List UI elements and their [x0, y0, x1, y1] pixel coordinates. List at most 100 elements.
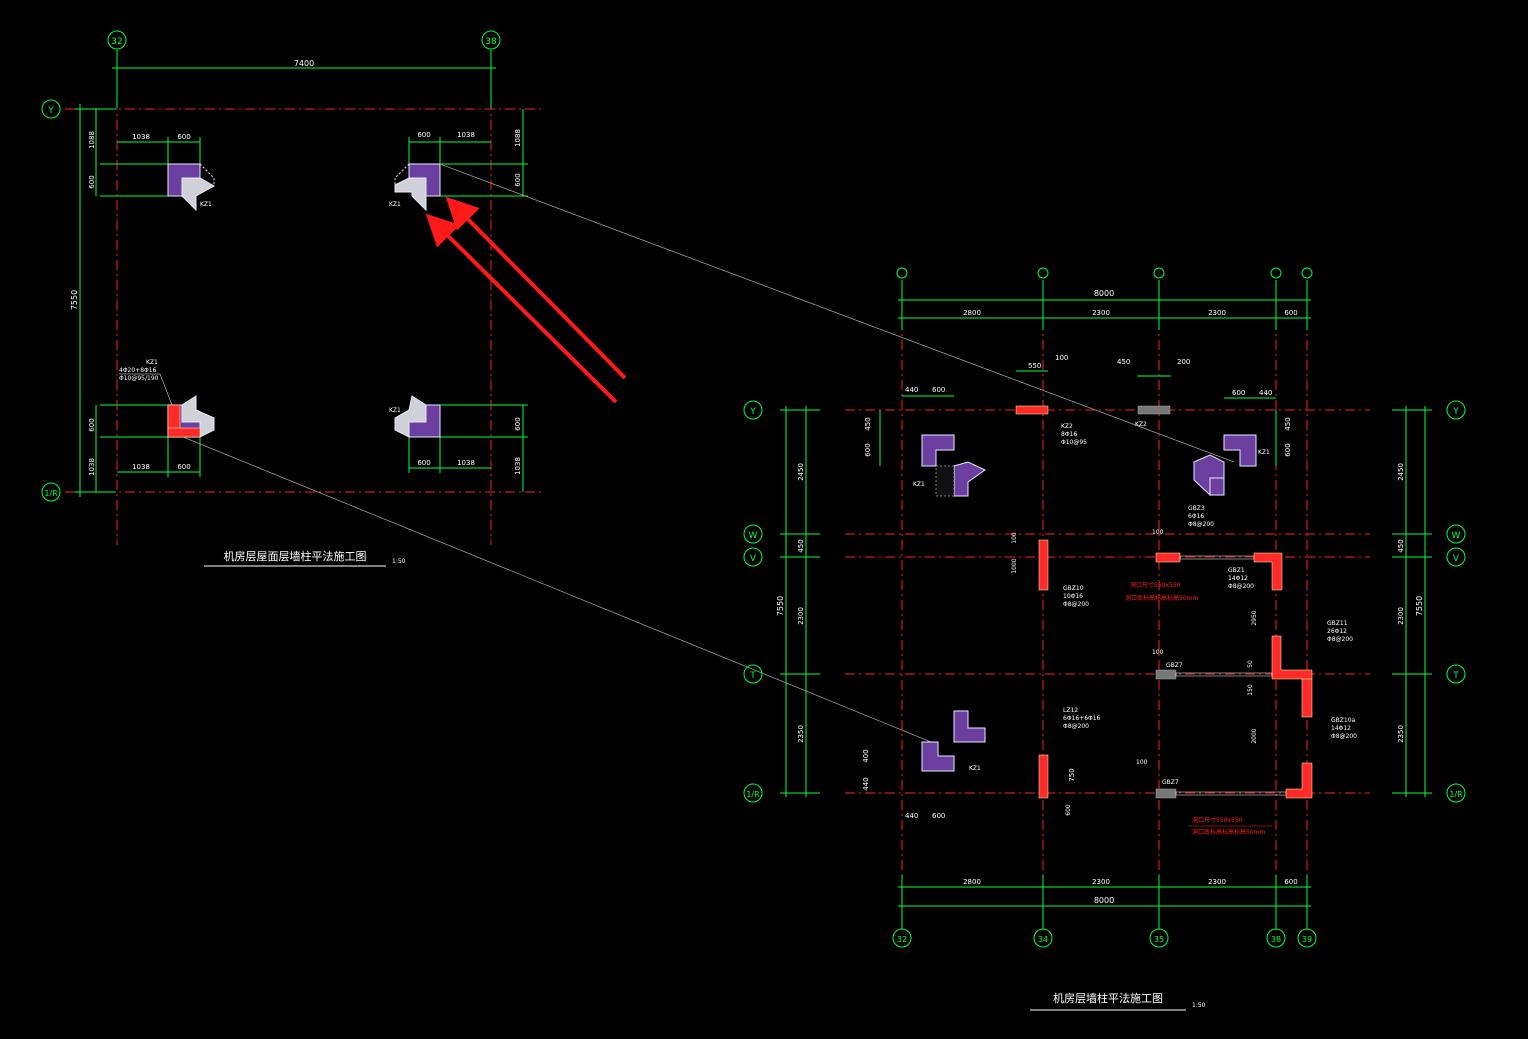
column-spec-line: GBZ3	[1188, 505, 1205, 512]
dim-text: 600	[864, 443, 872, 456]
column-kz1-top-right[interactable]	[394, 163, 441, 212]
axis-label: W	[1452, 531, 1461, 541]
column-lz12[interactable]	[1038, 754, 1049, 799]
column-label: KZ1	[389, 201, 401, 208]
dim-text: 600	[932, 386, 945, 394]
dim-total-right: 7550	[1415, 596, 1424, 616]
dim-text: 1088	[88, 131, 96, 149]
dimension-columns-top	[100, 137, 491, 197]
column-spec-line: 10Φ16	[1063, 593, 1083, 600]
dim-text: 150	[1247, 684, 1254, 696]
axis-label: Y	[47, 106, 54, 116]
hole-note: 洞口底标高标高标高50mm	[1192, 828, 1265, 836]
dim-text: 2450	[797, 463, 805, 481]
hole-note: 洞口尺寸550x550	[1192, 816, 1243, 824]
dim-text: 600	[88, 175, 96, 188]
axis-label: V	[750, 554, 757, 564]
column-spec-line: Φ10@95	[1061, 439, 1087, 446]
dim-text: 440	[905, 386, 918, 394]
column-spec-line: 6Φ16	[1188, 513, 1204, 520]
column-gbz10[interactable]	[1038, 539, 1049, 591]
column-gbz11[interactable]	[1271, 635, 1313, 680]
column-kz1-r1[interactable]	[921, 434, 986, 497]
dim-text: 600	[88, 418, 96, 431]
axis-bubble: 38	[1266, 928, 1286, 948]
dim-total-bottom: 8000	[1094, 896, 1114, 905]
column-label: KZ2	[1135, 421, 1147, 428]
column-gbz11-leg[interactable]	[1301, 678, 1313, 718]
column-spec-line: Φ10@95/190	[119, 375, 159, 382]
dim-text: 600	[1284, 309, 1297, 317]
machine-room-column-plan: 32 34 35 38 39 Y W V T 1/R	[743, 267, 1466, 1011]
dim-text: 1038	[132, 133, 150, 141]
dimension-bottom-chain	[898, 875, 1311, 928]
column-kz2-2[interactable]	[1137, 405, 1171, 415]
dim-text: 1000	[1011, 558, 1018, 573]
dimension-left	[75, 104, 116, 497]
column-kz1-bottom-right[interactable]	[394, 395, 441, 438]
column-kz1-top-left[interactable]	[167, 163, 216, 212]
axis-bubble: 32	[892, 928, 912, 948]
dim-text: 1038	[457, 131, 475, 139]
column-spec-line: GBZ1	[1228, 567, 1245, 574]
column-spec-line: GBZ10	[1063, 585, 1084, 592]
hole-note: 洞口底标高标高标高50mm	[1125, 594, 1198, 602]
dimension-top	[112, 50, 496, 108]
dim-text: 2350	[797, 725, 805, 743]
dim-text: 2450	[1397, 463, 1405, 481]
roof-column-plan: 32 38 Y 1/R 7400 7550 1088	[41, 30, 542, 567]
dim-text: 1038	[457, 459, 475, 467]
dim-text: 600	[417, 131, 430, 139]
axis-label: Y	[1452, 407, 1459, 417]
dim-text: 400	[862, 749, 870, 762]
column-spec-line: KZ2	[1061, 423, 1073, 430]
axis-label: 32	[111, 37, 122, 47]
dim-text: 100	[1011, 532, 1018, 544]
dimension-top-chain	[898, 280, 1311, 330]
dim-text: 600	[1232, 389, 1245, 397]
column-spec-line: GBZ10a	[1331, 717, 1356, 724]
axis-bubble: 35	[1149, 928, 1169, 948]
axis-label: V	[1453, 554, 1460, 564]
axis-label: 35	[1154, 935, 1164, 944]
hole-note: 洞口尺寸550x550	[1130, 581, 1181, 589]
axis-label: 1/R	[746, 790, 760, 799]
dim-text: 600	[177, 463, 190, 471]
column-label: KZ1	[389, 407, 401, 414]
column-gbz1[interactable]	[1253, 552, 1283, 591]
column-spec-line: 4Φ20+8Φ16	[119, 367, 157, 374]
column-kz1-r2[interactable]	[1193, 434, 1257, 497]
column-spec-line: 14Φ12	[1228, 575, 1248, 582]
column-spec-line: KZ1	[146, 359, 158, 366]
dimension-right-chain	[1392, 406, 1432, 797]
column-gbz3[interactable]	[1155, 552, 1181, 563]
column-label: KZ1	[200, 201, 212, 208]
axis-label: 39	[1302, 935, 1312, 944]
column-kz2-1[interactable]	[1015, 405, 1049, 415]
dim-total-left: 7550	[776, 596, 785, 616]
dim-text: 440	[905, 812, 918, 820]
column-gbz7-2[interactable]	[1155, 788, 1177, 799]
wall-segment	[1175, 672, 1273, 677]
dim-text: 50	[1247, 660, 1254, 668]
column-gbz7-1[interactable]	[1155, 669, 1177, 680]
column-spec-line: 6Φ16+6Φ16	[1063, 715, 1101, 722]
axis-label: Y	[749, 407, 756, 417]
dimension-columns-bottom	[100, 404, 491, 477]
dim-text: 450	[797, 539, 805, 552]
column-kz1-r3[interactable]	[921, 710, 986, 772]
dim-text: 550	[1028, 362, 1041, 370]
axis-bubble: 38	[481, 30, 501, 50]
column-gbz10a[interactable]	[1285, 762, 1313, 799]
column-spec-line: 26Φ12	[1327, 628, 1347, 635]
scale-label: 1:50	[392, 558, 406, 565]
dim-text: 450	[1397, 539, 1405, 552]
axis-label: W	[749, 531, 758, 541]
axis-bubble: 1/R	[41, 482, 61, 502]
column-kz1-bottom-left[interactable]	[167, 395, 215, 438]
column-spec-line: Φ8@200	[1188, 521, 1214, 528]
dim-total-top: 8000	[1094, 289, 1114, 298]
dim-text: 440	[1259, 389, 1272, 397]
axis-label: 34	[1038, 935, 1048, 944]
